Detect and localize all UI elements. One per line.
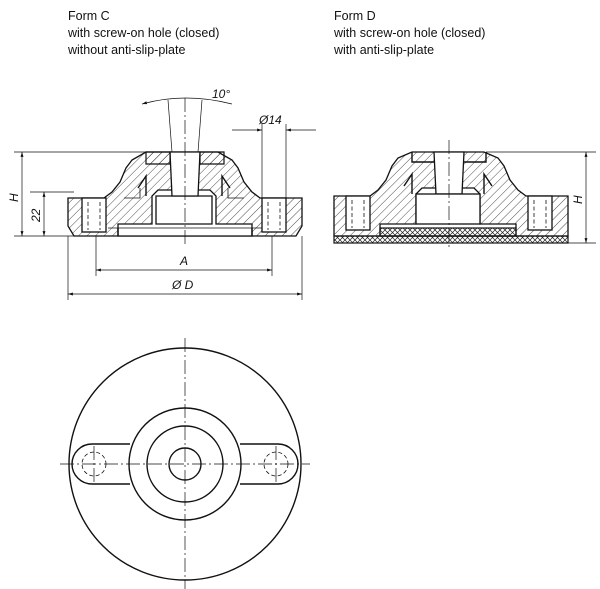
form-d-right-pocket <box>527 195 553 231</box>
height-dimension-d: H <box>486 151 596 244</box>
form-c-top-insert <box>145 151 225 165</box>
form-d-center-boss <box>415 193 481 225</box>
form-c-left-pocket <box>81 197 107 233</box>
form-c-line1: with screw-on hole (closed) <box>68 26 220 40</box>
form-d-left-pocket <box>345 195 371 231</box>
angle-dimension: 10° <box>141 87 233 153</box>
angle-label: 10° <box>212 87 230 101</box>
height-d-label: H <box>571 195 585 204</box>
hole-diameter-label: Ø14 <box>258 113 282 127</box>
hole-diameter-dimension: Ø14 <box>232 113 316 198</box>
a-dimension: A <box>95 236 273 276</box>
form-d-title: Form D <box>334 9 376 23</box>
form-d-center-anti-slip <box>379 227 517 237</box>
form-c-center-boss <box>155 195 213 225</box>
d-dimension: Ø D <box>67 236 303 300</box>
form-c-line2: without anti-slip-plate <box>68 43 186 57</box>
form-d-caption: Form D with screw-on hole (closed) with … <box>334 8 485 59</box>
height-dimension-c: H 22 <box>7 151 146 237</box>
form-d-section <box>333 151 569 244</box>
form-c-title: Form C <box>68 9 110 23</box>
form-d-line1: with screw-on hole (closed) <box>334 26 486 40</box>
form-d-line2: with anti-slip-plate <box>334 43 435 57</box>
height-c-label: H <box>7 193 21 202</box>
plan-view <box>60 338 310 589</box>
form-d-anti-slip-plate <box>333 235 569 244</box>
d-label: Ø D <box>171 278 194 292</box>
a-label: A <box>179 254 188 268</box>
form-c-right-pocket <box>261 197 287 233</box>
form-c-caption: Form C with screw-on hole (closed) witho… <box>68 8 219 59</box>
height-22-label: 22 <box>29 208 43 223</box>
